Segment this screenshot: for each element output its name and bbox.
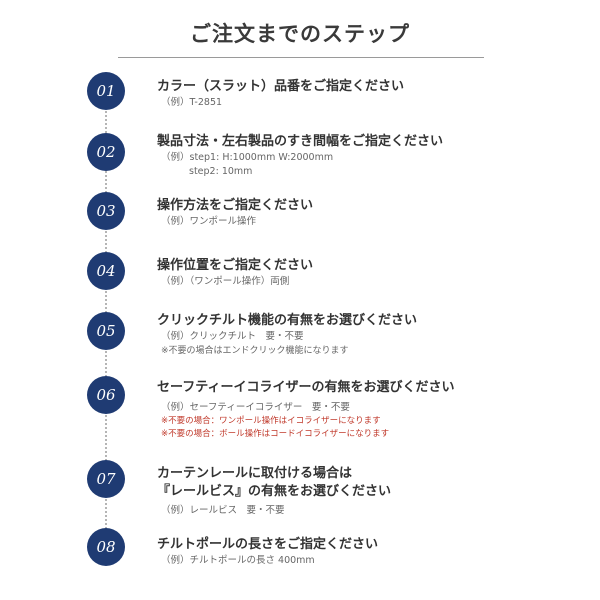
step-heading-line2: 『レールビス』の有無をお選びください [157,484,392,499]
step-heading: 操作位置をご指定ください [157,258,314,273]
step-number-badge: 04 [87,252,125,290]
step-heading: 操作方法をご指定ください [157,198,314,213]
step-example: （例）ワンポール操作 [161,216,257,227]
step-number-badge: 05 [87,312,125,350]
step-heading: カラー（スラット）品番をご指定ください [157,79,405,94]
step-warning: ※不要の場合：ボール操作はコードイコライザーになります [161,429,390,439]
step-heading: チルトポールの長さをご指定ください [157,537,379,552]
step-example-cont: step2: 10mm [189,166,253,177]
step-example: （例）レールビス 要・不要 [161,505,285,516]
step-example: （例）T-2851 [161,97,223,108]
step-example: （例）クリックチルト 要・不要 [161,331,304,342]
step-warning: ※不要の場合：ワンポール操作はイコライザーになります [161,416,381,426]
step-number-badge: 01 [87,72,125,110]
page-title: ご注文までのステップ [190,22,410,46]
step-number-badge: 08 [87,528,125,566]
step-number-badge: 07 [87,460,125,498]
step-example: （例）チルトポールの長さ 400mm [161,555,315,566]
step-example: （例）step1: H:1000mm W:2000mm [161,152,334,163]
step-example: （例）（ワンポール操作）両側 [161,276,290,287]
step-number-badge: 06 [87,376,125,414]
step-number-badge: 02 [87,133,125,171]
step-number-badge: 03 [87,192,125,230]
title-divider [118,57,484,58]
step-example: （例）セーフティーイコライザー 要・不要 [161,402,350,413]
step-heading: セーフティーイコライザーの有無をお選びください [157,380,455,395]
step-heading: カーテンレールに取付ける場合は [157,466,353,481]
step-heading: 製品寸法・左右製品のすき間幅をご指定ください [157,134,444,149]
step-heading: クリックチルト機能の有無をお選びください [157,313,418,328]
step-note: ※不要の場合はエンドクリック機能になります [161,346,349,356]
